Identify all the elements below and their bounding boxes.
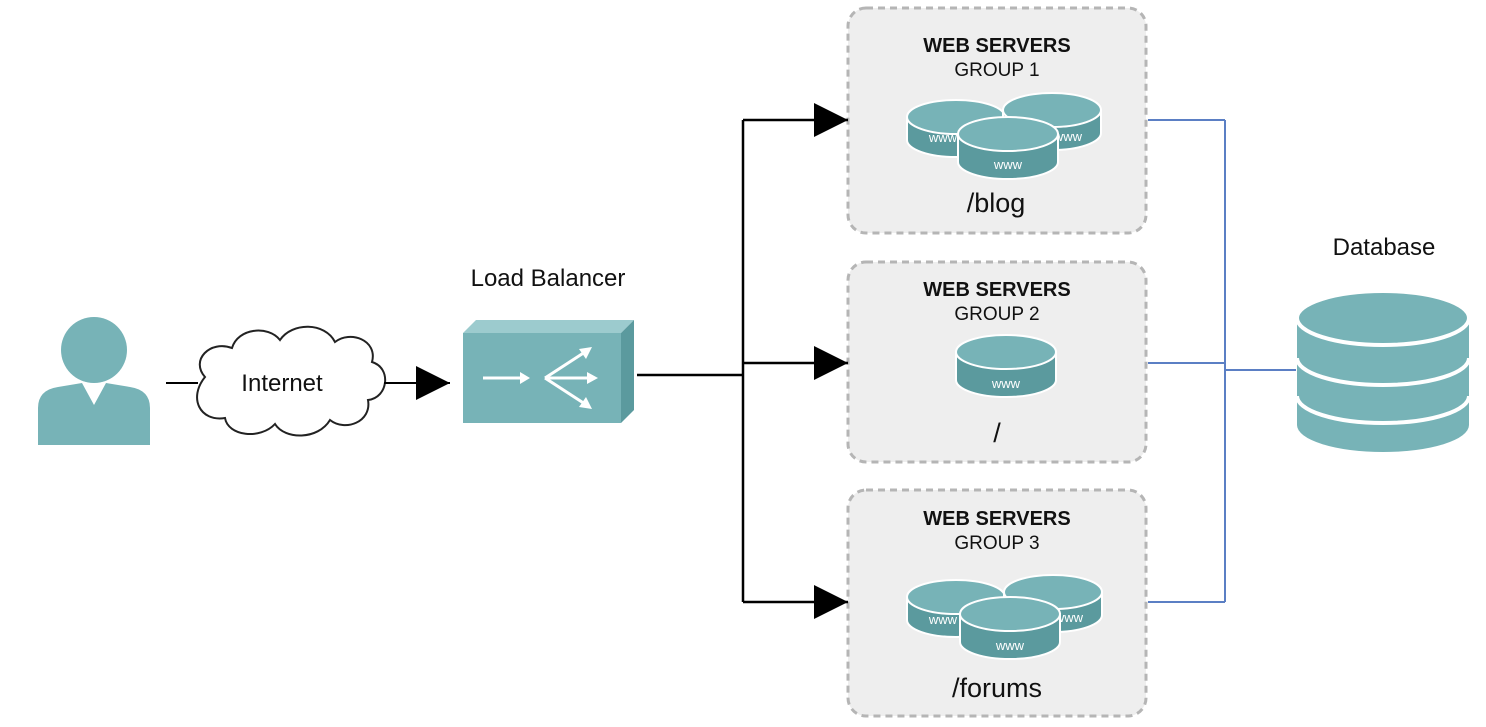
groups-to-database-connectors xyxy=(1148,119,1296,603)
lb-to-groups-connectors xyxy=(637,103,848,619)
user-icon xyxy=(38,317,150,445)
internet-label: Internet xyxy=(241,370,323,397)
svg-text:www: www xyxy=(928,130,958,145)
group-2-title: WEB SERVERS xyxy=(923,279,1070,301)
svg-text:www: www xyxy=(1054,610,1084,625)
database-icon xyxy=(1295,289,1471,452)
group-1-title: WEB SERVERS xyxy=(923,35,1070,57)
group-3-title: WEB SERVERS xyxy=(923,508,1070,530)
group-1-servers: www www www xyxy=(906,92,1102,180)
group-3-servers: www www www xyxy=(906,574,1103,660)
group-2-path: / xyxy=(993,418,1001,448)
server-icon: www xyxy=(957,116,1059,180)
svg-text:www: www xyxy=(993,157,1023,172)
group-1-subtitle: GROUP 1 xyxy=(954,60,1039,81)
server-icon: www xyxy=(959,596,1061,660)
group-3-path: /forums xyxy=(952,673,1042,703)
group-2-servers: www xyxy=(955,334,1057,398)
load-balancer-label: Load Balancer xyxy=(471,265,626,292)
svg-text:www: www xyxy=(928,612,958,627)
database-label: Database xyxy=(1333,234,1436,261)
svg-text:www: www xyxy=(995,638,1025,653)
group-2-subtitle: GROUP 2 xyxy=(954,304,1039,325)
server-icon: www xyxy=(955,334,1057,398)
group-1-path: /blog xyxy=(967,188,1026,218)
group-3-subtitle: GROUP 3 xyxy=(954,533,1039,554)
svg-text:www: www xyxy=(1053,129,1083,144)
svg-text:www: www xyxy=(991,376,1021,391)
load-balancer-icon xyxy=(463,320,634,423)
